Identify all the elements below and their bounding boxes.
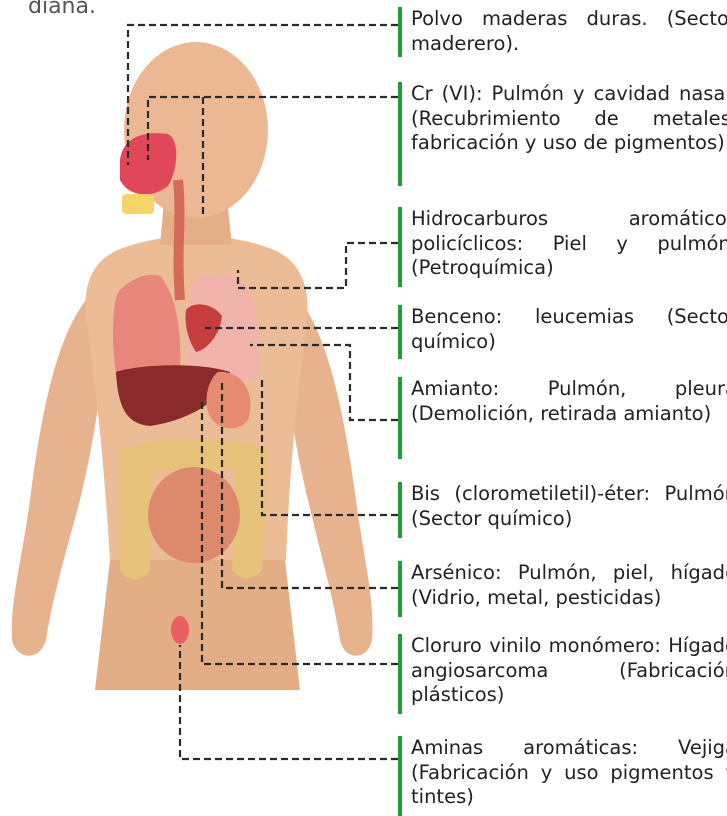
teeth bbox=[122, 194, 154, 214]
label-polvo-maderas: Polvo maderas duras. (Sector maderero). bbox=[398, 7, 727, 57]
label-cr-vi: Cr (VI): Pulmón y cavidad nasal. (Recubr… bbox=[398, 82, 727, 186]
label-cloruro-vinilo: Cloruro vinilo monómero: Hígado angiosar… bbox=[398, 634, 727, 714]
label-hidrocarburos: Hidrocarburos aromáticos policíclicos: P… bbox=[398, 207, 727, 287]
label-bis-clorometiletil-eter: Bis (clorometiletil)-éter: Pulmón (Secto… bbox=[398, 482, 727, 538]
label-arsenico: Arsénico: Pulmón, piel, hígado (Vidrio, … bbox=[398, 561, 727, 617]
hip-region bbox=[95, 560, 300, 690]
label-amianto: Amianto: Pulmón, pleura (Demolición, ret… bbox=[398, 377, 727, 459]
label-benceno: Benceno: leucemias (Sector químico) bbox=[398, 305, 727, 359]
small-intestine bbox=[148, 467, 240, 563]
human-body-illustration bbox=[0, 0, 400, 815]
bladder bbox=[171, 616, 189, 644]
label-aminas-aromaticas: Aminas aromáticas: Vejiga (Fabricación y… bbox=[398, 736, 727, 816]
left-arm bbox=[12, 300, 104, 656]
nasal-cavity bbox=[120, 133, 176, 194]
trachea bbox=[178, 180, 180, 300]
